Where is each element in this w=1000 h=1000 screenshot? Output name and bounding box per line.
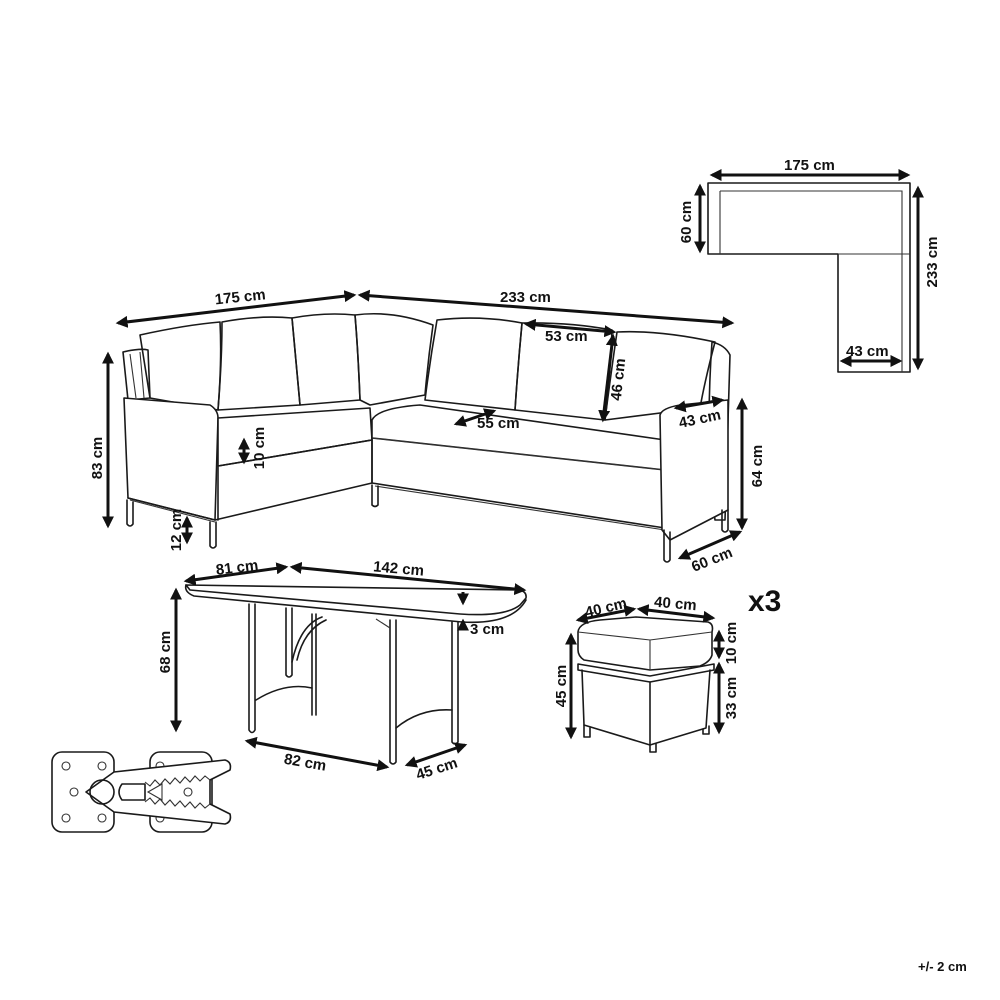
- stool-quantity-label: x3: [748, 585, 781, 618]
- top-view-depth-label: 60 cm: [678, 201, 695, 244]
- seat-depth-label: 55 cm: [477, 415, 520, 432]
- table-drawing: [184, 584, 527, 765]
- stool-dimensions: [565, 604, 725, 740]
- sofa-right-width-label: 233 cm: [500, 289, 551, 306]
- top-view-width-label: 175 cm: [784, 157, 835, 174]
- top-view-diagram: [694, 169, 924, 373]
- table-dimensions: [170, 561, 527, 772]
- table-top-thickness-label: 3 cm: [470, 621, 504, 638]
- tolerance-note: +/- 2 cm: [918, 959, 967, 974]
- clip-connector-icon: [51, 751, 232, 833]
- stool-width-label: 40 cm: [583, 595, 628, 622]
- sofa-left-width-label: 175 cm: [214, 286, 266, 308]
- sofa-height-label: 83 cm: [89, 437, 106, 480]
- sofa-leg-height-label: 12 cm: [168, 509, 185, 552]
- table-depth-label: 81 cm: [215, 557, 259, 579]
- stool-drawing: [577, 616, 715, 753]
- stool-cushion-label: 10 cm: [723, 622, 740, 665]
- stool-height-label: 45 cm: [553, 665, 570, 708]
- top-view-chaise-label: 43 cm: [846, 343, 889, 360]
- sofa-cushion-thickness-label: 10 cm: [251, 427, 268, 470]
- stool-depth-label: 40 cm: [653, 594, 697, 615]
- back-cushion-width-label: 53 cm: [545, 328, 588, 345]
- sofa-depth-label: 60 cm: [689, 544, 735, 576]
- arm-height-label: 64 cm: [749, 445, 766, 488]
- sofa-drawing: [102, 289, 748, 563]
- table-height-label: 68 cm: [157, 631, 174, 674]
- back-cushion-height-label: 46 cm: [608, 357, 629, 401]
- stool-base-height-label: 33 cm: [723, 677, 740, 720]
- table-length-label: 142 cm: [372, 558, 424, 579]
- top-view-length-label: 233 cm: [924, 237, 941, 288]
